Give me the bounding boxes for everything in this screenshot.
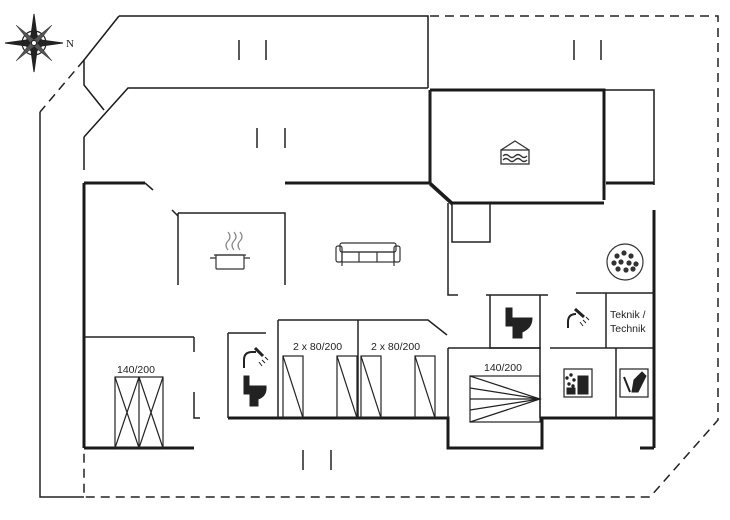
- shower-icon-2: [567, 307, 590, 328]
- bed-right-label: 140/200: [484, 362, 522, 374]
- sofa-icon: [335, 242, 401, 266]
- bunk-1: [282, 355, 358, 419]
- tech-room-label-line1: Teknik /: [610, 309, 646, 321]
- bunk-2: [360, 355, 436, 419]
- toilet-icon: [243, 375, 267, 407]
- outer-walls-upper: [83, 15, 655, 185]
- hot-tub-icon: [606, 243, 644, 281]
- tech-room-label-line2: Technik: [610, 323, 646, 335]
- terrace-outline: [39, 15, 719, 498]
- compass-north-label: N: [66, 38, 74, 50]
- bunk-2-label: 2 x 80/200: [371, 341, 420, 353]
- bunk-1-label: 2 x 80/200: [293, 341, 342, 353]
- toilet-icon-2: [505, 307, 533, 339]
- bed-right: [469, 375, 542, 423]
- compass-rose-icon: [4, 13, 64, 73]
- kitchen-stove-icon: [210, 231, 250, 270]
- window-marks: [238, 40, 602, 470]
- bed-left: [114, 376, 164, 450]
- dryer-icon: [619, 368, 649, 398]
- interior-walls: [84, 90, 654, 419]
- washing-machine-icon: [563, 368, 593, 398]
- shower-icon: [243, 346, 269, 368]
- pool-icon: [500, 140, 530, 165]
- bed-left-label: 140/200: [117, 364, 155, 376]
- door-swings: [144, 182, 448, 336]
